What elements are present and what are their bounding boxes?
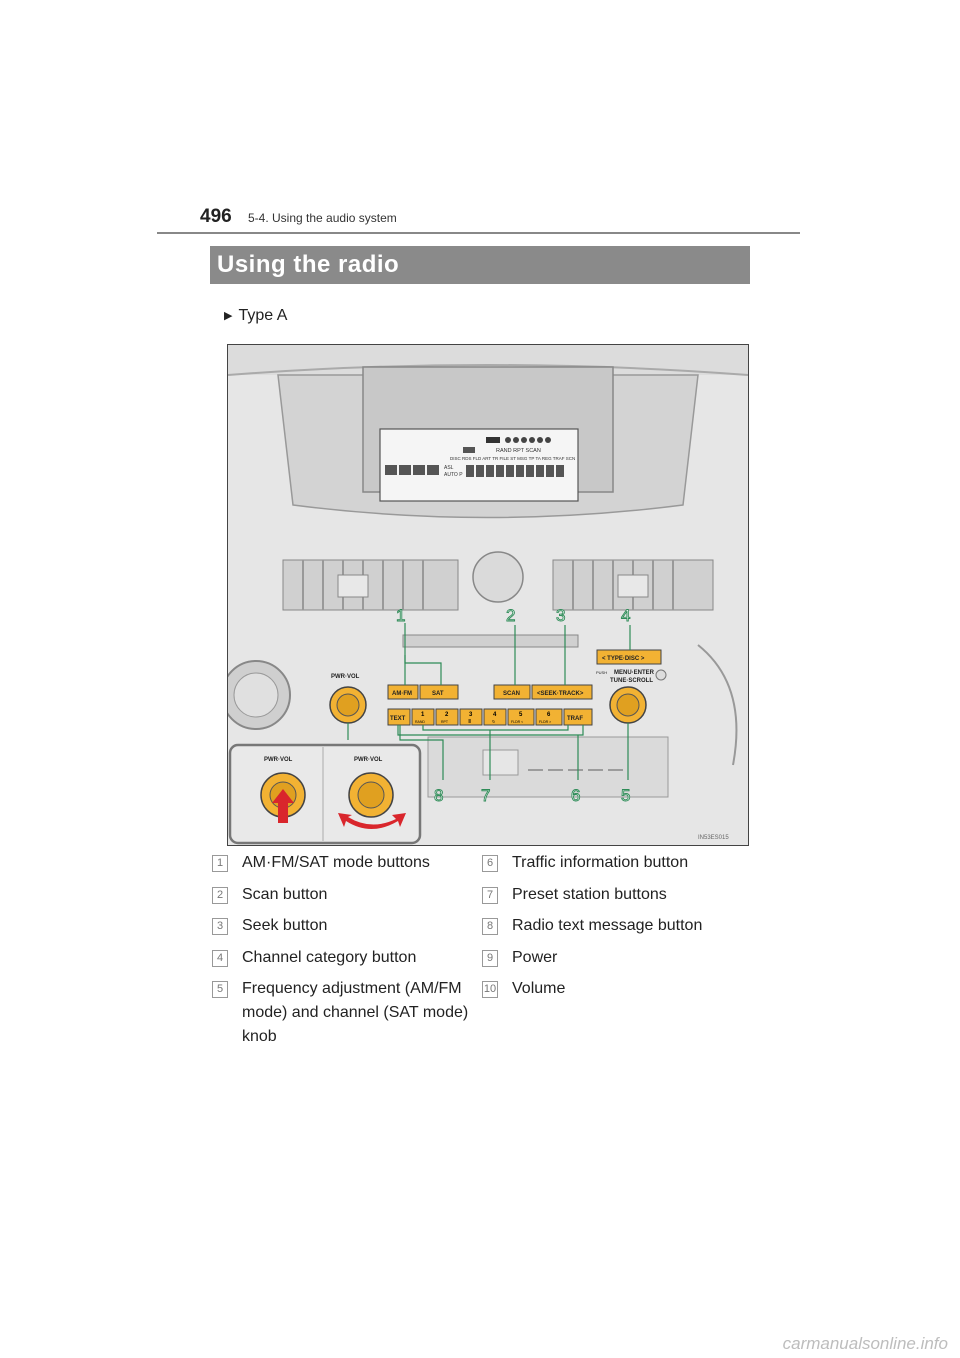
amfm-button — [387, 684, 419, 700]
preset-6-sub: FLDR > — [539, 720, 551, 724]
legend-text-5b: mode) and channel (SAT mode) — [242, 1004, 469, 1021]
preset-3-button — [459, 708, 483, 726]
clock-dial — [472, 551, 524, 603]
preset-4-button — [483, 708, 507, 726]
legend-num-3: 3 — [212, 918, 228, 935]
text-button — [387, 708, 411, 726]
legend-text-5a: Frequency adjustment (AM/FM — [242, 980, 462, 997]
callout-5: 5 — [621, 786, 630, 805]
type-disc-text: < TYPE·DISC > — [602, 656, 645, 662]
scan-text: SCAN — [503, 691, 520, 697]
preset-2-sub: RPT — [441, 720, 449, 724]
preset-3-sub: ≣ — [468, 716, 471, 724]
callout-leaders — [347, 623, 631, 780]
legend-num-10: 10 — [482, 981, 498, 998]
legend-text-10: Volume — [512, 980, 566, 997]
preset-6-button — [535, 708, 563, 726]
preset-2-num: 2 — [445, 712, 449, 718]
type-label: ▶ Type A — [224, 307, 287, 325]
traf-text: TRAF — [567, 716, 583, 722]
seek-track-text: <SEEK·TRACK> — [537, 691, 584, 697]
radio-panel-figure: RAND RPT SCAN DISC RDS FLD ART TR FILE S… — [227, 344, 749, 846]
legend-num-4: 4 — [212, 950, 228, 967]
preset-1-sub: RAND — [415, 720, 425, 724]
menu-enter-text: MENU·ENTER — [614, 670, 655, 676]
section-title: 5-4. Using the audio system — [248, 211, 397, 225]
callout-1: 1 — [396, 606, 405, 625]
section-banner: Using the radio — [210, 246, 750, 284]
tune-scroll-text: TUNE·SCROLL — [610, 678, 653, 684]
page-number: 496 — [200, 206, 232, 227]
callout-2: 2 — [506, 606, 515, 625]
triangle-bullet-icon: ▶ — [224, 310, 233, 322]
preset-3-num: 3 — [469, 712, 473, 718]
seek-track-button — [531, 684, 593, 700]
radio-panel-illustration: RAND RPT SCAN DISC RDS FLD ART TR FILE S… — [228, 345, 748, 845]
legend-num-8: 8 — [482, 918, 498, 935]
rotate-arrow-icon — [338, 813, 406, 829]
preset-5-button — [507, 708, 535, 726]
legend-text-9: Power — [512, 949, 558, 966]
preset-2-button — [435, 708, 459, 726]
type-label-text: Type A — [238, 307, 288, 324]
legend-text-8: Radio text message button — [512, 917, 703, 934]
legend-num-6: 6 — [482, 855, 498, 872]
legend-num-2: 2 — [212, 887, 228, 904]
pwr-vol-label: PWR·VOL — [331, 674, 360, 680]
callout-6: 6 — [571, 786, 580, 805]
header-rule — [157, 232, 800, 234]
display-asl: ASL — [444, 465, 454, 471]
preset-5-num: 5 — [519, 712, 523, 718]
display-auto: AUTO P — [444, 472, 463, 478]
press-arrow-icon — [272, 789, 294, 823]
display-row1: RAND RPT SCAN — [496, 448, 541, 454]
callout-3: 3 — [556, 606, 565, 625]
sat-text: SAT — [432, 691, 444, 697]
figure-id-code: IN53ES015 — [698, 835, 729, 841]
legend-text-7: Preset station buttons — [512, 886, 667, 903]
preset-buttons: 1 RAND 2 RPT 3 ≣ 4 ↻ 5 FLDR < 6 FLDR > — [411, 708, 563, 726]
callout-7: 7 — [481, 786, 490, 805]
legend-text-3: Seek button — [242, 917, 328, 934]
page-header: 496 5-4. Using the audio system — [200, 206, 800, 236]
inset-pwr-label: PWR·VOL — [264, 757, 293, 763]
push-text: PUSH — [596, 670, 607, 675]
display-segments: RAND RPT SCAN DISC RDS FLD ART TR FILE S… — [385, 437, 575, 478]
legend-num-7: 7 — [482, 887, 498, 904]
legend-text-4: Channel category button — [242, 949, 417, 966]
type-disc-button — [596, 649, 662, 665]
preset-6-num: 6 — [547, 712, 551, 718]
inset-vol-label: PWR·VOL — [354, 757, 383, 763]
legend-text-6: Traffic information button — [512, 854, 689, 871]
preset-4-num: 4 — [493, 712, 497, 718]
scan-button — [493, 684, 531, 700]
traf-button — [563, 708, 593, 726]
callout-8: 8 — [434, 786, 443, 805]
legend-num-1: 1 — [212, 855, 228, 872]
preset-1-num: 1 — [421, 712, 425, 718]
preset-5-sub: FLDR < — [511, 720, 523, 724]
legend-num-9: 9 — [482, 950, 498, 967]
callout-4: 4 — [621, 606, 630, 625]
legend-text-2: Scan button — [242, 886, 328, 903]
display-row2: DISC RDS FLD ART TR FILE ST MSG TP TA RE… — [450, 456, 575, 461]
preset-4-sub: ↻ — [492, 719, 495, 724]
legend-text-5c: knob — [242, 1028, 277, 1045]
inset-panel — [228, 743, 422, 845]
sat-button — [419, 684, 459, 700]
watermark[interactable]: carmanualsonline.info — [782, 1334, 948, 1353]
legend-num-5: 5 — [212, 981, 228, 998]
left-vent — [282, 559, 459, 611]
legend-text-1: AM·FM/SAT mode buttons — [242, 854, 430, 871]
text-button-text: TEXT — [390, 716, 406, 722]
amfm-text: AM·FM — [392, 691, 412, 697]
